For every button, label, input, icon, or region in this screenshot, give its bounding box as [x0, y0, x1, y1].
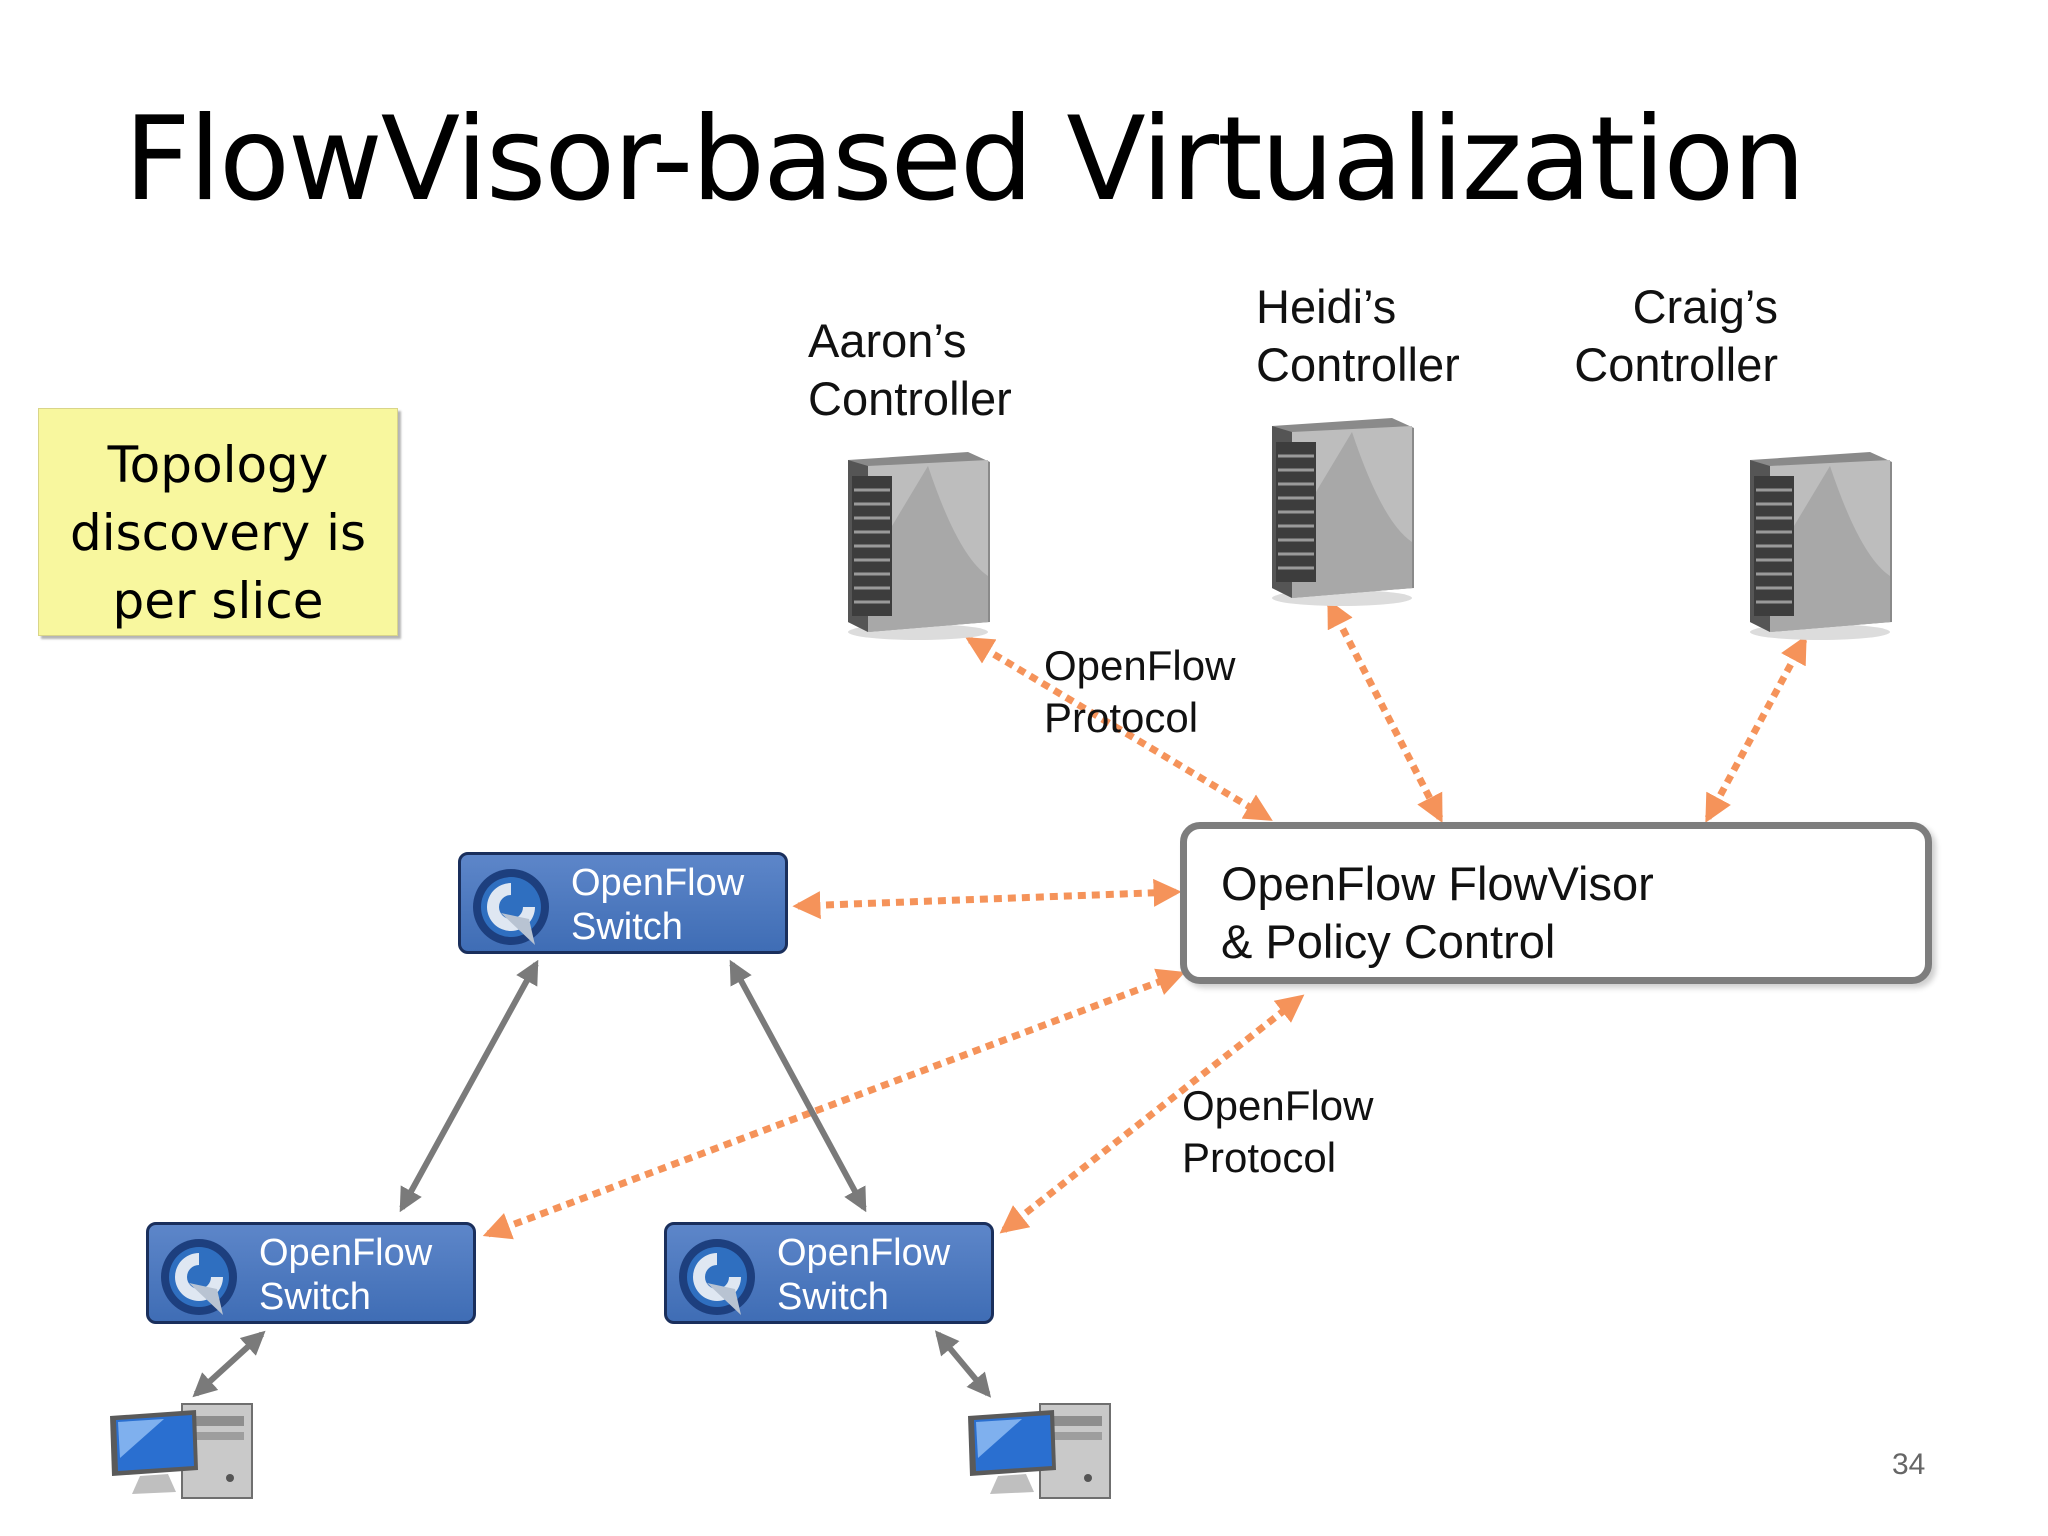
protocol-label-upper: OpenFlow Protocol — [1044, 642, 1236, 741]
link-left-switch-pc — [192, 1330, 266, 1398]
controller-label-aaron: Aaron’s Controller — [808, 314, 1012, 425]
callout-line-3: per slice — [112, 572, 324, 630]
link-switch-left-flowvisor — [482, 968, 1186, 1240]
controller-label-craig: Craig’s Controller — [1574, 280, 1778, 391]
topology-callout: Topology discovery is per slice — [38, 408, 398, 636]
callout-line-2: discovery is — [69, 504, 367, 562]
openflow-switch-top: OpenFlow Switch — [458, 852, 788, 954]
openflow-switch-right: OpenFlow Switch — [664, 1222, 994, 1324]
flowvisor-line-2: & Policy Control — [1221, 915, 1556, 968]
server-icon — [1272, 418, 1414, 606]
link-top-left-switch — [399, 959, 539, 1213]
server-icon — [1750, 452, 1892, 640]
openflow-logo-icon — [161, 1239, 237, 1315]
controller-label-heidi: Heidi’s Controller — [1256, 280, 1460, 391]
link-aaron-flowvisor — [965, 636, 1273, 822]
desktop-computer-icon — [968, 1403, 1111, 1499]
link-switch-right-flowvisor — [999, 994, 1305, 1234]
page-number: 34 — [1892, 1448, 1926, 1481]
openflow-switch-left: OpenFlow Switch — [146, 1222, 476, 1324]
link-heidi-flowvisor — [1326, 599, 1444, 823]
openflow-logo-icon — [473, 869, 549, 945]
slide-title: FlowVisor-based Virtualization — [124, 92, 1806, 227]
link-craig-flowvisor — [1704, 635, 1808, 823]
link-top-right-switch — [729, 959, 867, 1213]
protocol-label-lower: OpenFlow Protocol — [1182, 1082, 1374, 1181]
callout-line-1: Topology — [107, 436, 329, 494]
openflow-logo-icon — [679, 1239, 755, 1315]
flowvisor-line-1: OpenFlow FlowVisor — [1221, 857, 1654, 910]
desktop-computer-icon — [110, 1403, 253, 1499]
server-icon — [848, 452, 990, 640]
link-switch-top-flowvisor — [792, 878, 1182, 920]
flowvisor-box: OpenFlow FlowVisor & Policy Control — [1180, 822, 1932, 984]
link-right-switch-pc — [934, 1330, 992, 1398]
